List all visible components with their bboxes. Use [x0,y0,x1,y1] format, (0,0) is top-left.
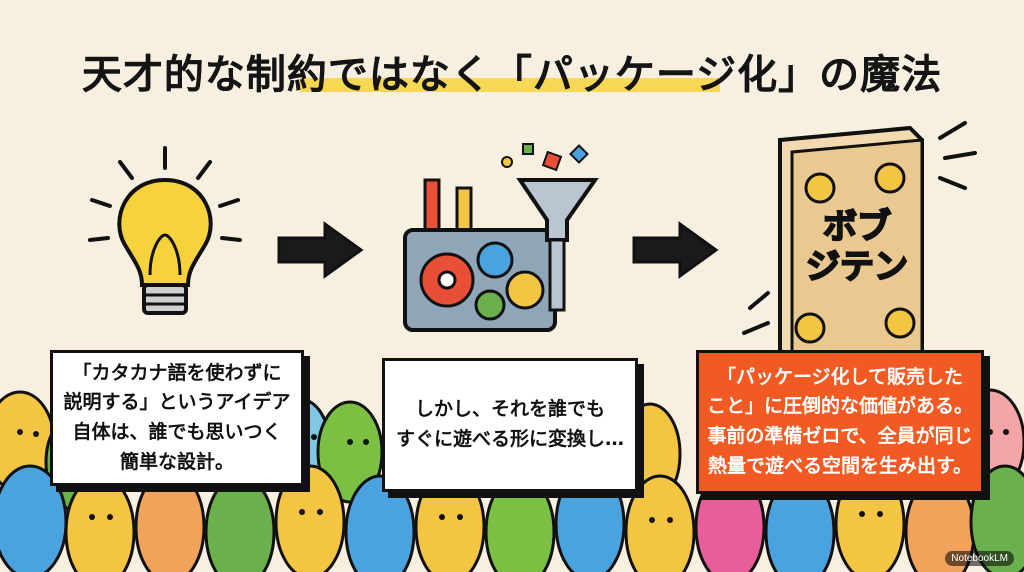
notebooklm-watermark: NotebookLM [945,551,1014,566]
card3-line: 事前の準備ゼロで、全員が同じ [707,425,973,447]
card3-line: 熱量で遊べる空間を生み出す。 [707,454,973,477]
factory-machine-icon [403,143,599,332]
card1-line: 自体は、誰でも思いつく [72,421,282,443]
title-highlight [300,78,720,92]
card2-line: すぐに遊べる形に変換し… [395,428,624,450]
lightbulb-icon [88,146,242,315]
card2-line: しかし、それを誰でも [414,398,605,421]
box-title-line1: ボブ [823,207,891,247]
card-transform: しかし、それを誰でも すぐに遊べる形に変換し… [382,358,638,492]
card-packaging: 「パッケージ化して販売した こと」に圧倒的な価値がある。 事前の準備ゼロで、全員… [696,350,984,494]
card3-line: 「パッケージ化して販売した [716,365,964,388]
game-box-image: ボブ ジテン [742,121,977,366]
arrow-right-icon [277,221,364,279]
card-idea: 「カタカナ語を使わずに 説明する」というアイデア 自体は、誰でも思いつく 簡単な… [50,350,304,486]
arrow-right-icon [632,221,719,279]
card3-line: こと」に圧倒的な価値がある。 [706,395,973,418]
crowd-illustration [0,388,1024,572]
box-title-line2: ジテン [806,247,908,287]
card1-line: 「カタカナ語を使わずに [72,361,282,384]
card1-line: 説明する」というアイデア [63,391,291,414]
page-title: 天才的な制約ではなく「パッケージ化」の魔法 [81,52,943,98]
card1-line: 簡単な設計。 [119,450,234,473]
